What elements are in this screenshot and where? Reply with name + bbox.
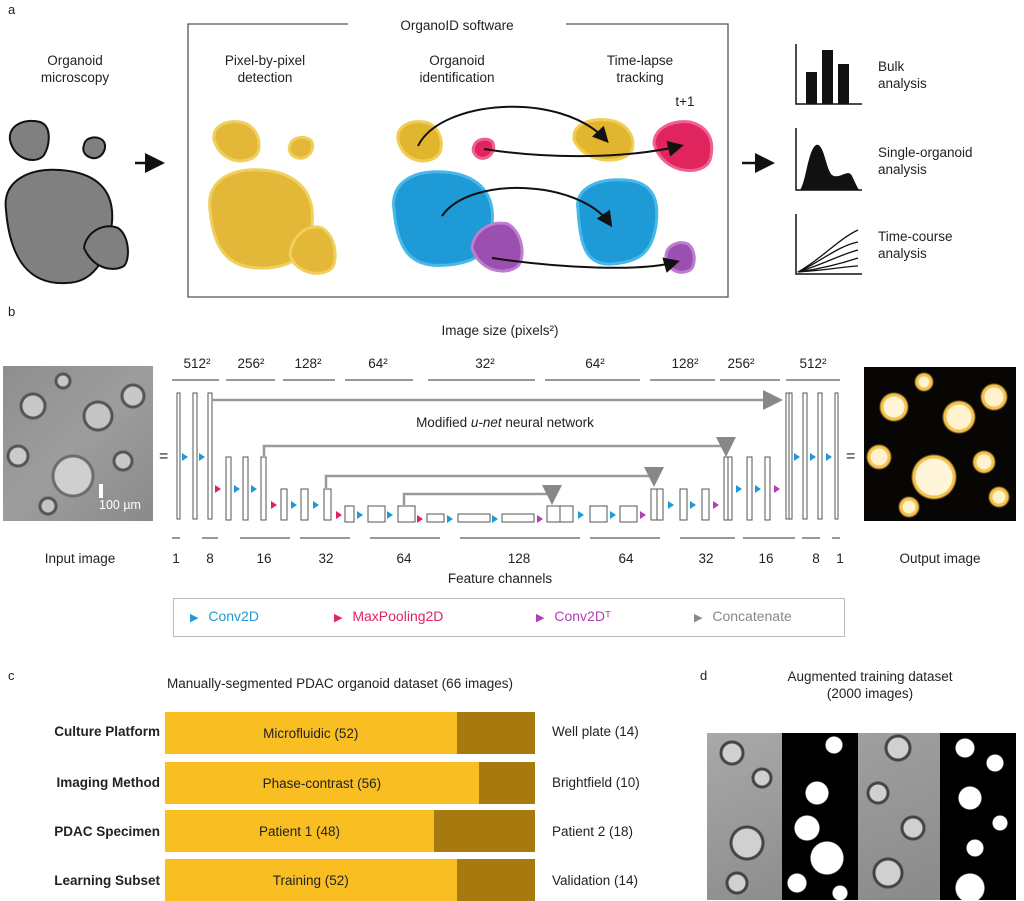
channel-label: 1 xyxy=(172,551,180,566)
bar-main: Phase-contrast (56) xyxy=(165,762,479,804)
size-label: 256² xyxy=(727,356,755,371)
size-label: 64² xyxy=(585,356,605,371)
augmented-image-2 xyxy=(858,733,940,900)
size-label: 64² xyxy=(368,356,388,371)
bar-main: Patient 1 (48) xyxy=(165,810,434,852)
row-label-learning-subset: Learning Subset xyxy=(54,873,160,888)
row-right-learning-subset: Validation (14) xyxy=(552,873,639,888)
bar-main: Microfluidic (52) xyxy=(165,712,457,754)
maxpooling-marker-icon: ▶ xyxy=(334,612,343,624)
size-label: 512² xyxy=(799,356,827,371)
channel-label: 64 xyxy=(396,551,412,566)
panel-letter-c: c xyxy=(8,668,15,683)
scale-bar xyxy=(99,484,103,498)
microscopy-title: Organoid microscopy xyxy=(40,53,110,85)
bar-row-imaging-method: Phase-contrast (56) xyxy=(165,762,535,804)
bar-rest xyxy=(478,762,535,804)
concatenate-marker-icon: ▶ xyxy=(694,612,703,624)
image-size-title: Image size (pixels²) xyxy=(441,323,559,338)
size-label: 128² xyxy=(294,356,322,371)
bar-row-pdac-specimen: Patient 1 (48) xyxy=(165,810,535,852)
bulk-analysis-label: Bulk analysis xyxy=(878,59,927,91)
software-title: OrganoID software xyxy=(362,17,552,34)
dataset-title: Manually-segmented PDAC organoid dataset… xyxy=(167,676,513,691)
unet-architecture xyxy=(172,379,840,539)
legend-maxpooling: ▶ MaxPooling2D xyxy=(334,608,444,624)
stage-tracking-title: Time-lapse tracking xyxy=(606,53,674,85)
single-organoid-analysis-label: Single-organoid analysis xyxy=(878,145,973,177)
conv2d-marker-icon: ▶ xyxy=(190,612,199,624)
equals-left: = xyxy=(159,448,169,465)
t-plus-1-label: t+1 xyxy=(675,94,695,109)
augmented-mask-2 xyxy=(940,733,1016,900)
augmented-image-1 xyxy=(707,733,782,900)
bar-rest xyxy=(456,859,535,901)
skip-connections xyxy=(212,390,783,505)
channel-label: 8 xyxy=(812,551,820,566)
channel-label: 128 xyxy=(507,551,531,566)
equals-right: = xyxy=(846,448,856,465)
scale-bar-label: 100 µm xyxy=(99,498,141,512)
size-label: 128² xyxy=(671,356,699,371)
channel-label: 32 xyxy=(698,551,714,566)
time-course-icon xyxy=(795,214,862,275)
feature-maps xyxy=(176,392,839,523)
row-right-culture-platform: Well plate (14) xyxy=(552,724,639,739)
density-icon xyxy=(795,128,862,191)
panel-a-figure xyxy=(4,23,862,298)
stage-detection-title: Pixel-by-pixel detection xyxy=(224,53,306,85)
conv2d-transpose-markers xyxy=(537,485,780,523)
size-label: 512² xyxy=(183,356,211,371)
augmented-mask-1 xyxy=(782,733,858,900)
panel-letter-d: d xyxy=(700,668,708,683)
legend-concatenate: ▶ Concatenate xyxy=(694,608,792,624)
time-course-analysis-label: Time-course analysis xyxy=(878,229,953,261)
channel-label: 16 xyxy=(256,551,272,566)
pixel-detection-organoids xyxy=(208,120,337,275)
channel-label: 64 xyxy=(618,551,634,566)
augmented-title: Augmented training dataset (2000 images) xyxy=(787,669,953,701)
input-image: 100 µm xyxy=(3,366,153,521)
legend-conv2d-transpose: ▶ Conv2Dᵀ xyxy=(536,608,611,624)
bar-rest xyxy=(456,712,535,754)
bar-rest xyxy=(433,810,535,852)
input-image-label: Input image xyxy=(44,551,116,566)
size-label: 256² xyxy=(237,356,265,371)
conv2d-transpose-marker-icon: ▶ xyxy=(536,612,545,624)
feature-channels-title: Feature channels xyxy=(447,571,553,586)
maxpooling-markers xyxy=(215,485,423,523)
channel-label: 32 xyxy=(318,551,334,566)
row-right-imaging-method: Brightfield (10) xyxy=(552,775,640,790)
software-box xyxy=(187,23,729,298)
legend-conv2d: ▶ Conv2D xyxy=(190,608,259,624)
output-image-label: Output image xyxy=(899,551,981,566)
channel-label: 1 xyxy=(836,551,844,566)
channel-label: 16 xyxy=(758,551,774,566)
output-image xyxy=(864,367,1016,521)
stage-identification-title: Organoid identification xyxy=(419,53,495,85)
conv2d-markers xyxy=(182,453,832,523)
bar-main: Training (52) xyxy=(165,859,457,901)
row-label-culture-platform: Culture Platform xyxy=(54,724,160,739)
network-title: Modified u-net neural network xyxy=(380,414,630,431)
operations-legend: ▶ Conv2D ▶ MaxPooling2D ▶ Conv2Dᵀ ▶ Conc… xyxy=(173,598,845,637)
row-label-imaging-method: Imaging Method xyxy=(56,775,161,790)
size-label: 32² xyxy=(475,356,495,371)
tracking-arrows xyxy=(417,105,684,273)
bar-row-culture-platform: Microfluidic (52) xyxy=(165,712,535,754)
panel-letter-a: a xyxy=(8,2,16,17)
row-label-pdac-specimen: PDAC Specimen xyxy=(54,824,160,839)
bar-row-learning-subset: Training (52) xyxy=(165,859,535,901)
row-right-pdac-specimen: Patient 2 (18) xyxy=(552,824,634,839)
panel-letter-b: b xyxy=(8,304,16,319)
bulk-bar-icon xyxy=(795,44,862,105)
channel-label: 8 xyxy=(206,551,214,566)
microscopy-organoids xyxy=(4,120,129,285)
